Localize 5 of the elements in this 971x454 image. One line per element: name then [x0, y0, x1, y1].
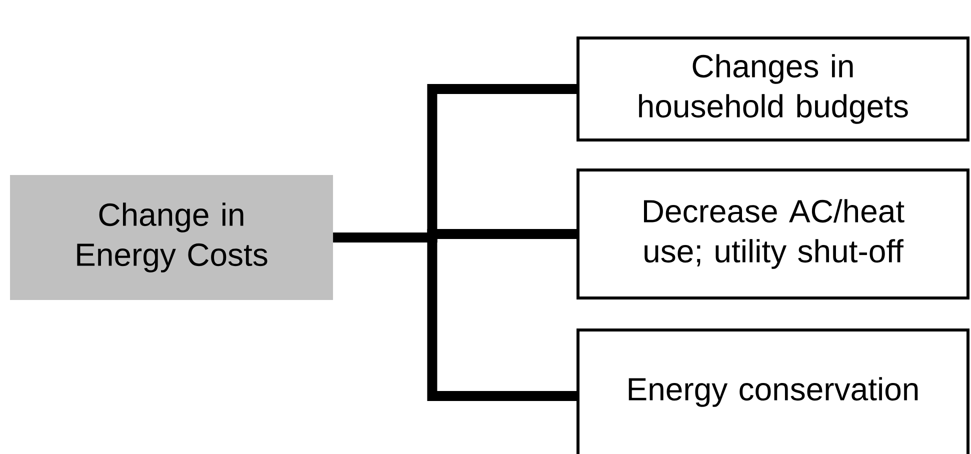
effect-box: Energy conservation	[576, 328, 970, 454]
effect-box: Changes in household budgets	[576, 36, 970, 142]
cause-box: Change in Energy Costs	[10, 175, 333, 300]
connector-line	[333, 232, 576, 401]
effect-box: Decrease AC/heat use; utility shut-off	[576, 168, 970, 300]
